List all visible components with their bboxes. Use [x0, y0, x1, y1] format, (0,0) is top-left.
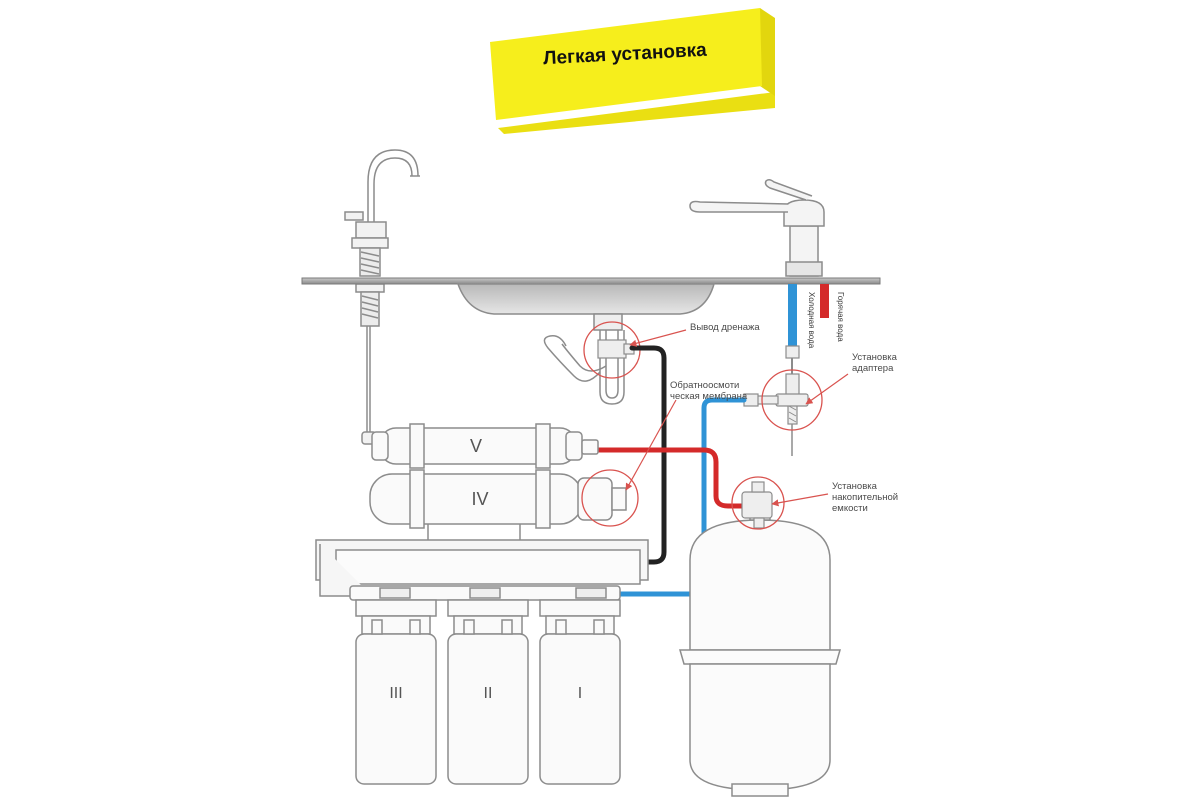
kitchen-mixer-tap [689, 178, 825, 277]
tank-label-line1: Установка [832, 481, 878, 492]
water-supply-pipes [785, 284, 829, 456]
title-banner: Легкая установка [490, 0, 780, 135]
stage-3-housing [355, 599, 437, 785]
prefilter-housings [349, 585, 621, 785]
stage-5-housing [371, 423, 599, 469]
tank-ball-valve [741, 481, 773, 529]
drinking-water-faucet [344, 149, 420, 445]
membrane-callout-circle [581, 469, 639, 527]
stage-1-housing [539, 599, 621, 785]
banner-background [490, 8, 775, 134]
stage-2-label: II [484, 685, 493, 702]
membrane-label-line2: ческая мембрана [670, 391, 748, 402]
tank-label-line3: емкости [832, 503, 868, 514]
adapter-callout-circle [761, 369, 823, 431]
feed-adapter-valve [743, 393, 809, 407]
stage-4-housing [369, 469, 627, 552]
stage-4-label: IV [471, 489, 488, 509]
callout-pointers [625, 329, 849, 507]
stage-5-label: V [470, 436, 482, 456]
tank-label-line2: накопительной [832, 492, 898, 503]
stage-1-label: I [578, 685, 582, 702]
tank-callout-circle [731, 476, 785, 530]
membrane-label-line1: Обратноосмоти [670, 380, 739, 391]
stage-3-label: III [389, 685, 402, 702]
stage-2-housing [447, 599, 529, 785]
sink-siphon [543, 330, 625, 405]
drain-outlet-label: Вывод дренажа [690, 322, 760, 333]
adapter-label-line1: Установка [852, 352, 898, 363]
mounting-bracket [315, 539, 649, 597]
drain-saddle-clamp [597, 339, 635, 359]
storage-tank [679, 511, 841, 797]
cold-water-label: Холодная вода [807, 292, 816, 349]
hot-water-label: Горячая вода [836, 292, 845, 342]
adapter-label-line2: адаптера [852, 363, 894, 374]
